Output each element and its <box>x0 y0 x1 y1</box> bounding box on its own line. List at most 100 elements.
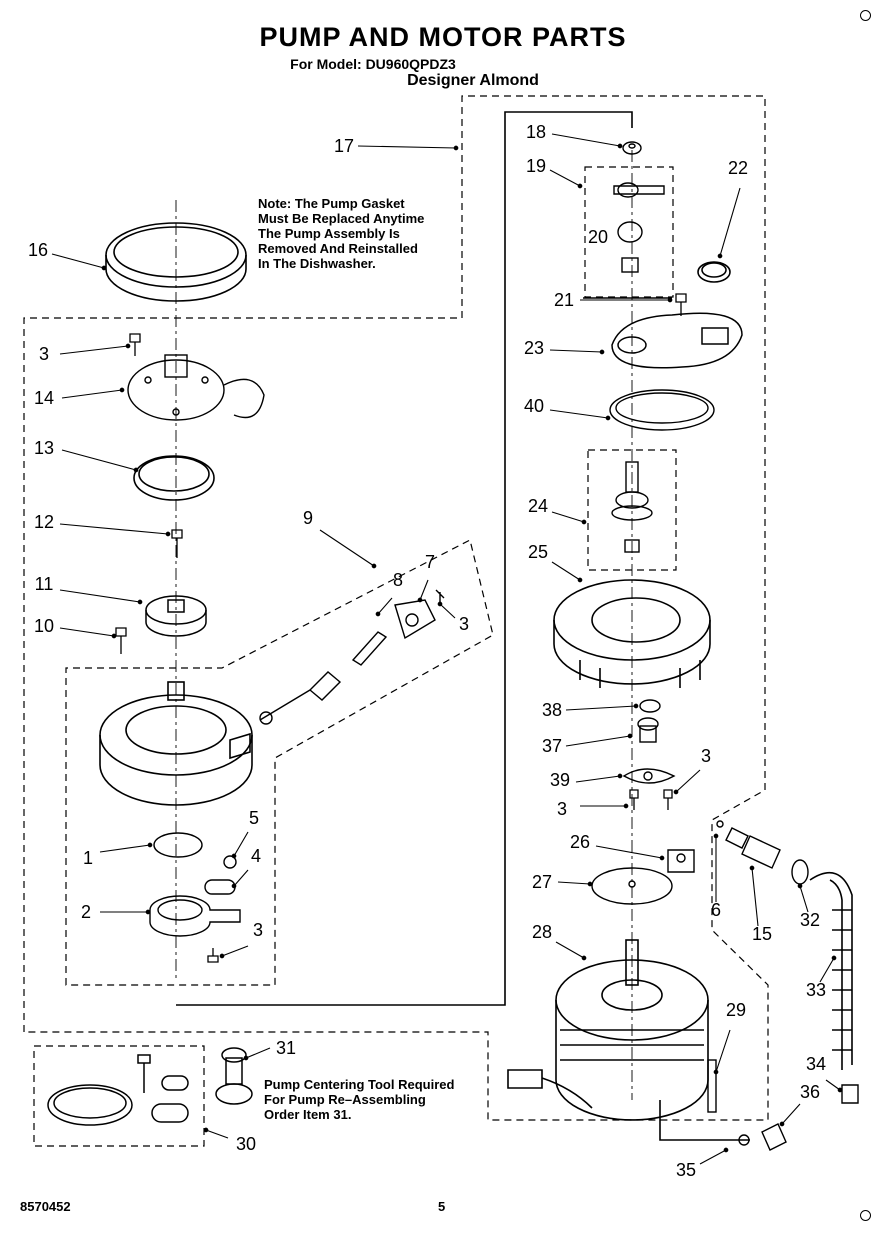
leader-1 <box>99 844 151 853</box>
arrowhead-16 <box>101 265 107 271</box>
leader-8 <box>377 597 393 615</box>
arrowhead-7 <box>417 597 423 603</box>
leader-30 <box>205 1129 229 1139</box>
callout-3: 3 <box>701 746 711 766</box>
callout-31: 31 <box>276 1038 296 1058</box>
leader-39 <box>575 775 621 783</box>
page-title: PUMP AND MOTOR PARTS <box>259 22 627 52</box>
leader-18 <box>551 133 621 147</box>
arrowhead-26 <box>659 855 665 861</box>
screws <box>115 293 687 963</box>
part-40-gasket <box>609 389 715 431</box>
part-37-valve <box>637 717 659 743</box>
centering-tool-note: Pump Centering Tool Required For Pump Re… <box>264 1077 455 1122</box>
callout-19: 19 <box>526 156 546 176</box>
arrowhead-19 <box>577 183 583 189</box>
arrowhead-13 <box>133 467 139 473</box>
callout-14: 14 <box>34 388 54 408</box>
leader-14 <box>61 389 123 399</box>
leader-23 <box>549 349 603 353</box>
callout-10: 10 <box>34 616 54 636</box>
part-25-base <box>553 579 711 688</box>
part-19-clip <box>613 182 665 198</box>
leader-lines <box>51 133 843 1165</box>
callout-29: 29 <box>726 1000 746 1020</box>
leader-34 <box>825 1079 841 1091</box>
arrowhead-30 <box>203 1127 209 1133</box>
callout-2: 2 <box>81 902 91 922</box>
part-30-kit-contents <box>47 1054 189 1126</box>
arrowhead-31 <box>243 1055 249 1061</box>
part-15-fitting <box>716 820 781 869</box>
callout-3: 3 <box>253 920 263 940</box>
leader-32 <box>799 885 809 913</box>
arrowhead-15 <box>749 865 755 871</box>
callout-38: 38 <box>542 700 562 720</box>
leader-3 <box>675 769 701 793</box>
leader-5 <box>233 831 249 857</box>
arrowhead-8 <box>375 611 381 617</box>
part-27-disc <box>591 867 673 905</box>
callout-30: 30 <box>236 1134 256 1154</box>
part-32-clamp <box>791 859 809 885</box>
leader-24 <box>551 511 585 523</box>
arrowhead-39 <box>617 773 623 779</box>
arrowhead-37 <box>627 733 633 739</box>
leader-4 <box>233 869 249 887</box>
callout-9: 9 <box>303 508 313 528</box>
arrowhead-1 <box>147 842 153 848</box>
leader-40 <box>549 409 609 419</box>
arrowhead-3 <box>673 789 679 795</box>
callout-7: 7 <box>425 552 435 572</box>
arrowhead-3 <box>623 803 629 809</box>
part-22-ring <box>697 261 731 283</box>
pump-gasket-note: Note: The Pump Gasket Must Be Replaced A… <box>258 196 425 271</box>
arrowhead-4 <box>231 883 237 889</box>
callout-13: 13 <box>34 438 54 458</box>
part-11-impeller <box>145 595 207 637</box>
part-7-9-assembly <box>259 589 445 725</box>
callout-6: 6 <box>711 900 721 920</box>
callout-27: 27 <box>532 872 552 892</box>
leader-29 <box>715 1029 731 1073</box>
callout-35: 35 <box>676 1160 696 1180</box>
callout-22: 22 <box>728 158 748 178</box>
callout-3: 3 <box>557 799 567 819</box>
callout-37: 37 <box>542 736 562 756</box>
leader-16 <box>51 253 105 269</box>
arrowhead-22 <box>717 253 723 259</box>
arrowhead-5 <box>231 853 237 859</box>
callout-15: 15 <box>752 924 772 944</box>
arrowhead-25 <box>577 577 583 583</box>
part-18-washer <box>622 141 642 155</box>
leader-17 <box>357 145 457 149</box>
callout-26: 26 <box>570 832 590 852</box>
callout-23: 23 <box>524 338 544 358</box>
part-29-bolt <box>707 1059 717 1113</box>
arrowhead-3 <box>219 953 225 959</box>
leader-35 <box>699 1149 727 1165</box>
callout-39: 39 <box>550 770 570 790</box>
arrowhead-33 <box>831 955 837 961</box>
arrowhead-34 <box>837 1087 843 1093</box>
arrowhead-21 <box>667 297 673 303</box>
callout-25: 25 <box>528 542 548 562</box>
part-23-cover <box>611 312 743 369</box>
callout-24: 24 <box>528 496 548 516</box>
page-number: 5 <box>438 1199 446 1214</box>
model-line: For Model: DU960QPDZ3 <box>290 56 456 72</box>
callout-33: 33 <box>806 980 826 1000</box>
arrowhead-29 <box>713 1069 719 1075</box>
callout-numbers: 1233333456789101112131415161718192021222… <box>28 122 826 1180</box>
leader-3 <box>221 945 249 957</box>
leader-31 <box>245 1047 271 1059</box>
callout-12: 12 <box>34 512 54 532</box>
leader-12 <box>59 523 169 535</box>
part-13-ring <box>133 455 215 501</box>
part-34-36-end <box>761 1084 859 1151</box>
leader-22 <box>719 187 741 257</box>
leader-33 <box>819 957 835 983</box>
callout-3: 3 <box>459 614 469 634</box>
leader-36 <box>781 1103 801 1125</box>
callout-1: 1 <box>83 848 93 868</box>
